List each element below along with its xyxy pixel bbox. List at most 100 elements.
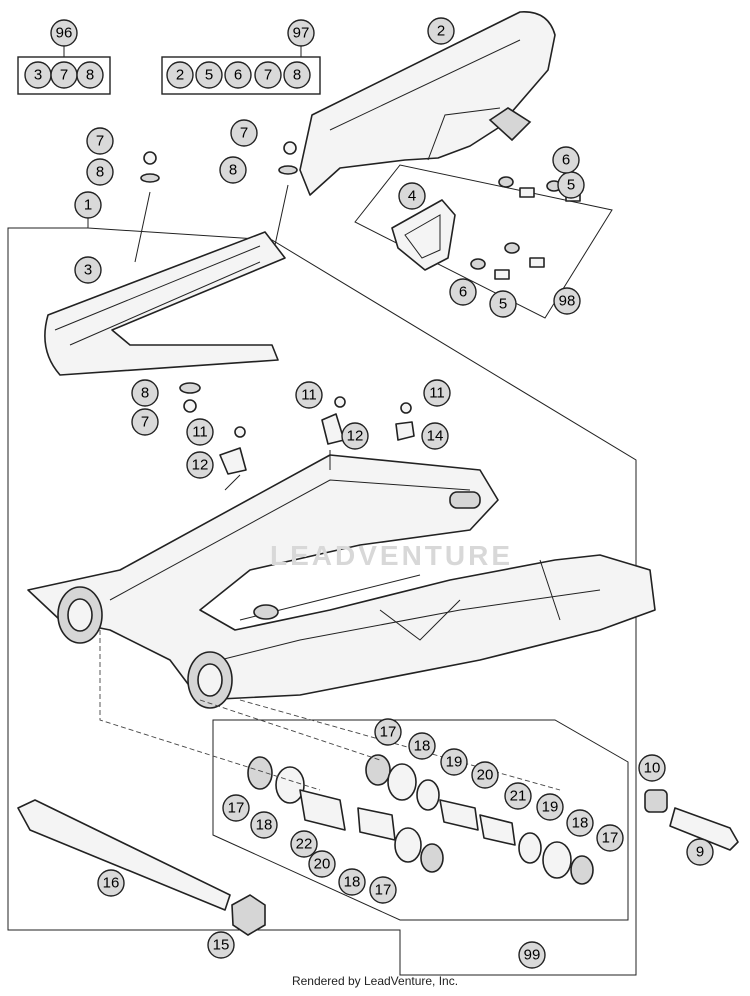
svg-text:9: 9: [696, 844, 704, 861]
svg-text:17: 17: [375, 882, 392, 899]
svg-text:20: 20: [477, 767, 494, 784]
svg-text:6: 6: [459, 284, 467, 301]
svg-text:22: 22: [296, 836, 313, 853]
bearing-kit-parts: [247, 754, 594, 885]
kit-content-callout: 7: [50, 61, 78, 89]
part-callout: 18: [338, 868, 366, 896]
svg-text:1: 1: [84, 197, 92, 214]
svg-text:2: 2: [176, 67, 184, 84]
part-callout: 6: [552, 146, 580, 174]
kit-96: [17, 45, 111, 95]
part-callout: 6: [449, 278, 477, 306]
svg-text:11: 11: [192, 424, 208, 441]
part-callout: 11: [186, 418, 214, 446]
svg-text:12: 12: [347, 428, 364, 445]
svg-text:18: 18: [256, 817, 273, 834]
svg-text:2: 2: [437, 23, 445, 40]
svg-text:7: 7: [96, 133, 104, 150]
part-callout: 7: [230, 119, 258, 147]
svg-text:7: 7: [240, 125, 248, 142]
kit-content-callout: 7: [254, 61, 282, 89]
part-callout: 12: [186, 451, 214, 479]
svg-text:3: 3: [34, 67, 42, 84]
part-callout: 19: [536, 793, 564, 821]
part-callout: 17: [374, 718, 402, 746]
svg-text:17: 17: [602, 830, 619, 847]
svg-text:8: 8: [229, 162, 237, 179]
kit-number-callout: 96: [50, 19, 78, 47]
svg-text:11: 11: [301, 387, 317, 404]
kit-number-callout: 97: [287, 19, 315, 47]
svg-text:7: 7: [141, 414, 149, 431]
kit-content-callout: 6: [224, 61, 252, 89]
svg-text:18: 18: [414, 738, 431, 755]
svg-text:18: 18: [344, 874, 361, 891]
chain-guard: [299, 11, 556, 196]
assembly-1-outline: [7, 218, 637, 976]
svg-text:5: 5: [567, 177, 575, 194]
svg-text:99: 99: [524, 947, 541, 964]
part-callout: 17: [222, 794, 250, 822]
kit-97: [161, 45, 321, 95]
svg-text:3: 3: [84, 262, 92, 279]
part-callout: 5: [489, 290, 517, 318]
part-callout: 99: [518, 941, 546, 969]
kit-content-callout: 3: [24, 61, 52, 89]
kit-99-outline: [212, 719, 629, 921]
part-callout: 17: [369, 876, 397, 904]
part-callout: 7: [131, 408, 159, 436]
svg-text:19: 19: [446, 754, 463, 771]
kit-content-callout: 8: [76, 61, 104, 89]
kit-content-callout: 2: [166, 61, 194, 89]
part-callout: 20: [308, 850, 336, 878]
svg-text:5: 5: [205, 67, 213, 84]
part-callout: 8: [219, 156, 247, 184]
part-callout: 16: [97, 869, 125, 897]
footer-credit: Rendered by LeadVenture, Inc.: [291, 974, 459, 988]
svg-text:8: 8: [86, 67, 94, 84]
part-callout: 98: [553, 287, 581, 315]
pivot-axle: [17, 799, 231, 911]
svg-text:12: 12: [192, 457, 209, 474]
part-callout: 14: [421, 422, 449, 450]
part-callout: 3: [74, 256, 102, 284]
svg-text:4: 4: [408, 188, 416, 205]
part-callout: 1: [74, 191, 102, 219]
svg-text:5: 5: [499, 296, 507, 313]
svg-text:7: 7: [60, 67, 68, 84]
svg-text:98: 98: [559, 293, 576, 310]
svg-text:20: 20: [314, 856, 331, 873]
part-callout: 9: [686, 838, 714, 866]
svg-text:14: 14: [427, 428, 444, 445]
svg-text:6: 6: [234, 67, 242, 84]
part-callout: 19: [440, 748, 468, 776]
svg-text:10: 10: [644, 760, 661, 777]
svg-text:19: 19: [542, 799, 559, 816]
svg-text:18: 18: [572, 815, 589, 832]
svg-text:97: 97: [293, 25, 310, 42]
part-callout: 8: [86, 158, 114, 186]
axle-nut: [231, 894, 266, 936]
svg-text:8: 8: [141, 385, 149, 402]
watermark: LEADVENTURE: [270, 540, 513, 571]
part-callout: 2: [427, 17, 455, 45]
part-callout: 11: [295, 381, 323, 409]
kit-content-callout: 8: [283, 61, 311, 89]
spacer: [644, 789, 668, 813]
svg-text:6: 6: [562, 152, 570, 169]
part-callout: 11: [423, 379, 451, 407]
part-callout: 8: [131, 379, 159, 407]
part-callout: 15: [207, 931, 235, 959]
part-callout: 18: [408, 732, 436, 760]
svg-text:8: 8: [293, 67, 301, 84]
bolt-9: [669, 807, 739, 851]
svg-text:16: 16: [103, 875, 120, 892]
part-callout: 22: [290, 830, 318, 858]
part-callout: 18: [250, 811, 278, 839]
svg-text:8: 8: [96, 164, 104, 181]
part-callout: 18: [566, 809, 594, 837]
swingarm: [27, 454, 656, 701]
